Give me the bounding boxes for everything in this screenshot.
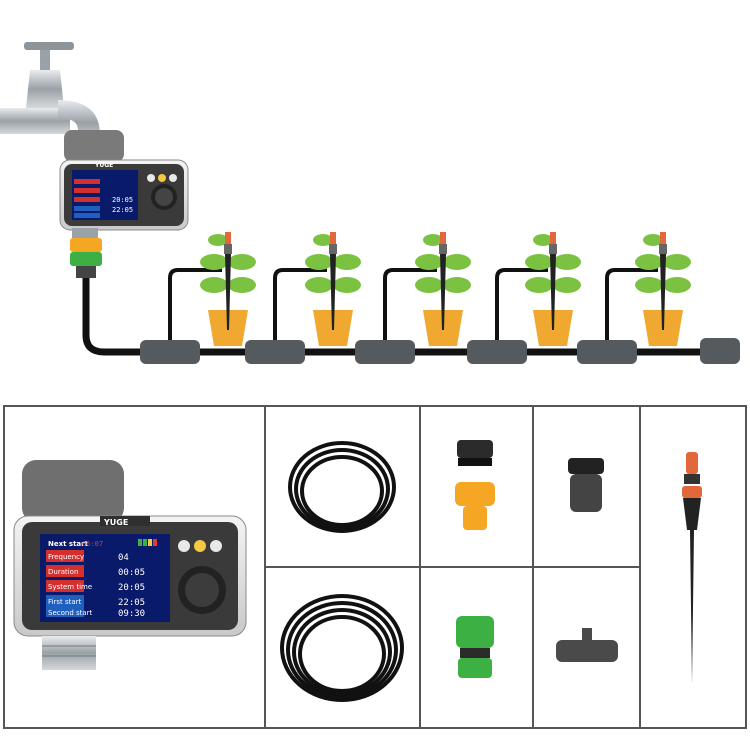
dial-icon[interactable] <box>178 566 226 614</box>
power-button[interactable] <box>178 540 190 552</box>
next-start-label: Next start <box>48 540 89 548</box>
value-first-start: 22:05 <box>118 598 145 608</box>
value-duration: 00:05 <box>118 568 145 578</box>
dripper-icon <box>682 452 702 684</box>
end-cap-icon <box>568 458 604 512</box>
next-start-value: 06:07 <box>82 540 103 548</box>
plant-pot-icon <box>200 232 691 346</box>
faucet-icon <box>0 42 100 145</box>
tap-adapter-icon <box>455 440 495 530</box>
tee-fittings <box>140 338 740 364</box>
small-value-1: 20:05 <box>112 196 133 204</box>
hose-icon <box>280 441 404 702</box>
value-frequency: 04 <box>118 553 129 563</box>
rain-delay-button[interactable] <box>210 540 222 552</box>
manual-button[interactable] <box>194 540 206 552</box>
small-value-2: 22:05 <box>112 206 133 214</box>
tee-connector-icon <box>556 628 618 662</box>
branch-tubes <box>168 268 658 340</box>
menu-duration: Duration <box>48 568 78 576</box>
contents-grid <box>3 405 747 729</box>
timer-icon-large: YUGE Next start 06:07 Frequency Duration… <box>13 460 247 670</box>
menu-system-time: System time <box>48 583 92 591</box>
value-system-time: 20:05 <box>118 583 145 593</box>
connector-icon <box>456 616 494 678</box>
timer-icon: YUGE 20:05 22:05 <box>59 130 189 278</box>
brand-label-large: YUGE <box>103 518 128 527</box>
main-hose <box>82 278 730 356</box>
menu-second-start: Second start <box>48 609 93 617</box>
brand-label: YUGE <box>94 162 113 169</box>
value-second-start: 09:30 <box>118 609 145 619</box>
menu-first-start: First start <box>48 598 82 606</box>
menu-frequency: Frequency <box>48 553 84 561</box>
